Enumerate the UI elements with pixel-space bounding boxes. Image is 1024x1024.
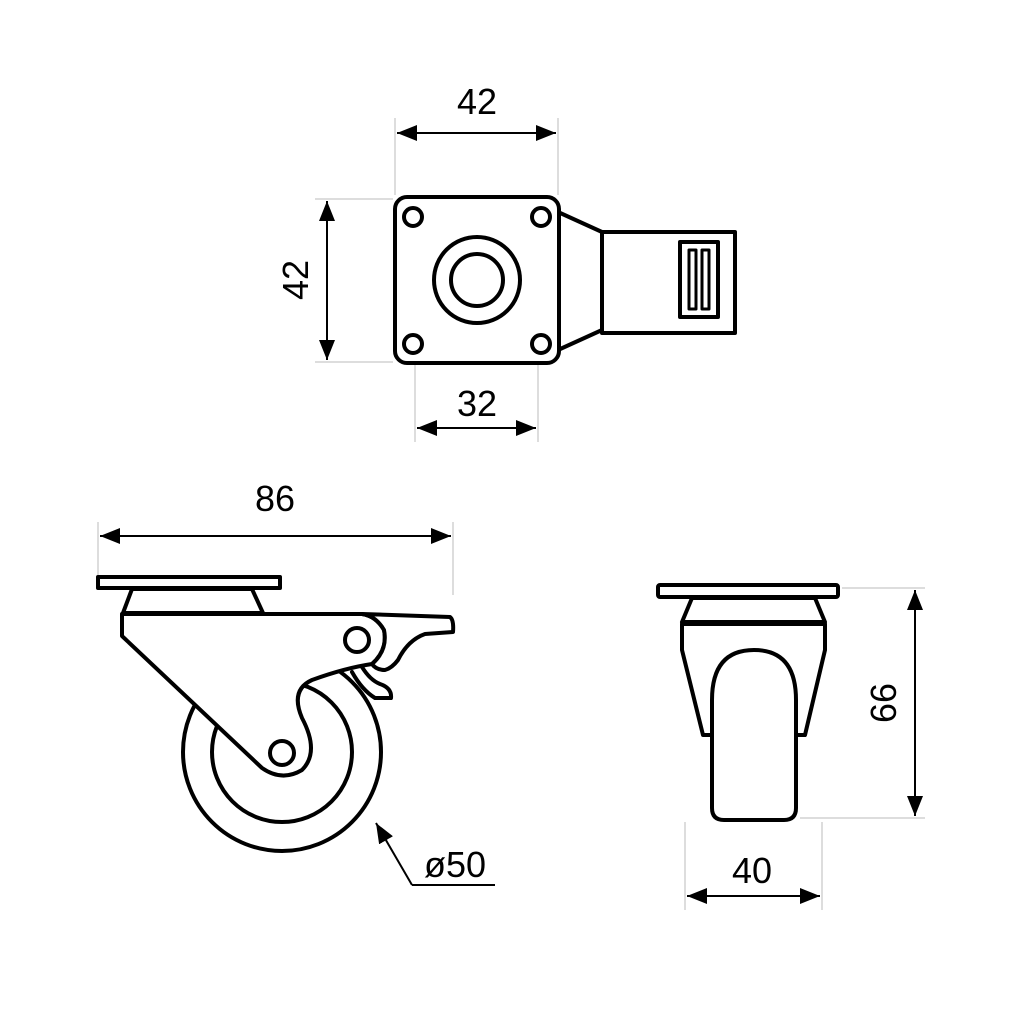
brake-pedal: [600, 230, 737, 335]
front-neck: [680, 596, 827, 624]
dim-wheel-width: 40: [732, 850, 772, 891]
mounting-hole: [530, 333, 552, 355]
grip-slot: [687, 248, 698, 311]
brake-shoe: [350, 665, 394, 700]
pedal-grip: [678, 240, 720, 319]
mounting-hole: [530, 206, 552, 228]
front-wheel: [710, 648, 798, 822]
dim-wheel-diameter: ø50: [424, 844, 486, 885]
swivel-bearing-outer: [432, 235, 522, 325]
side-view: 86 ø50: [96, 478, 495, 886]
mounting-plate: [393, 195, 561, 365]
top-view: 42 42 32: [275, 81, 737, 442]
grip-slot: [700, 248, 711, 311]
front-mounting-plate: [656, 583, 840, 599]
mounting-hole: [402, 333, 424, 355]
brake-lever: [360, 612, 456, 672]
swivel-neck: [121, 587, 265, 615]
pivot-pin: [343, 626, 371, 654]
mounting-hole: [402, 206, 424, 228]
swivel-bearing-inner: [449, 252, 505, 308]
brake-arm: [556, 210, 604, 352]
axle: [268, 739, 296, 767]
dim-overall-height: 66: [863, 683, 904, 723]
side-mounting-plate: [96, 575, 282, 590]
dim-overall-length: 86: [255, 478, 295, 519]
dim-top-width: 42: [457, 81, 497, 122]
dim-hole-spacing: 32: [457, 383, 497, 424]
dim-top-height: 42: [275, 260, 316, 300]
front-view: 66 40: [656, 583, 925, 910]
